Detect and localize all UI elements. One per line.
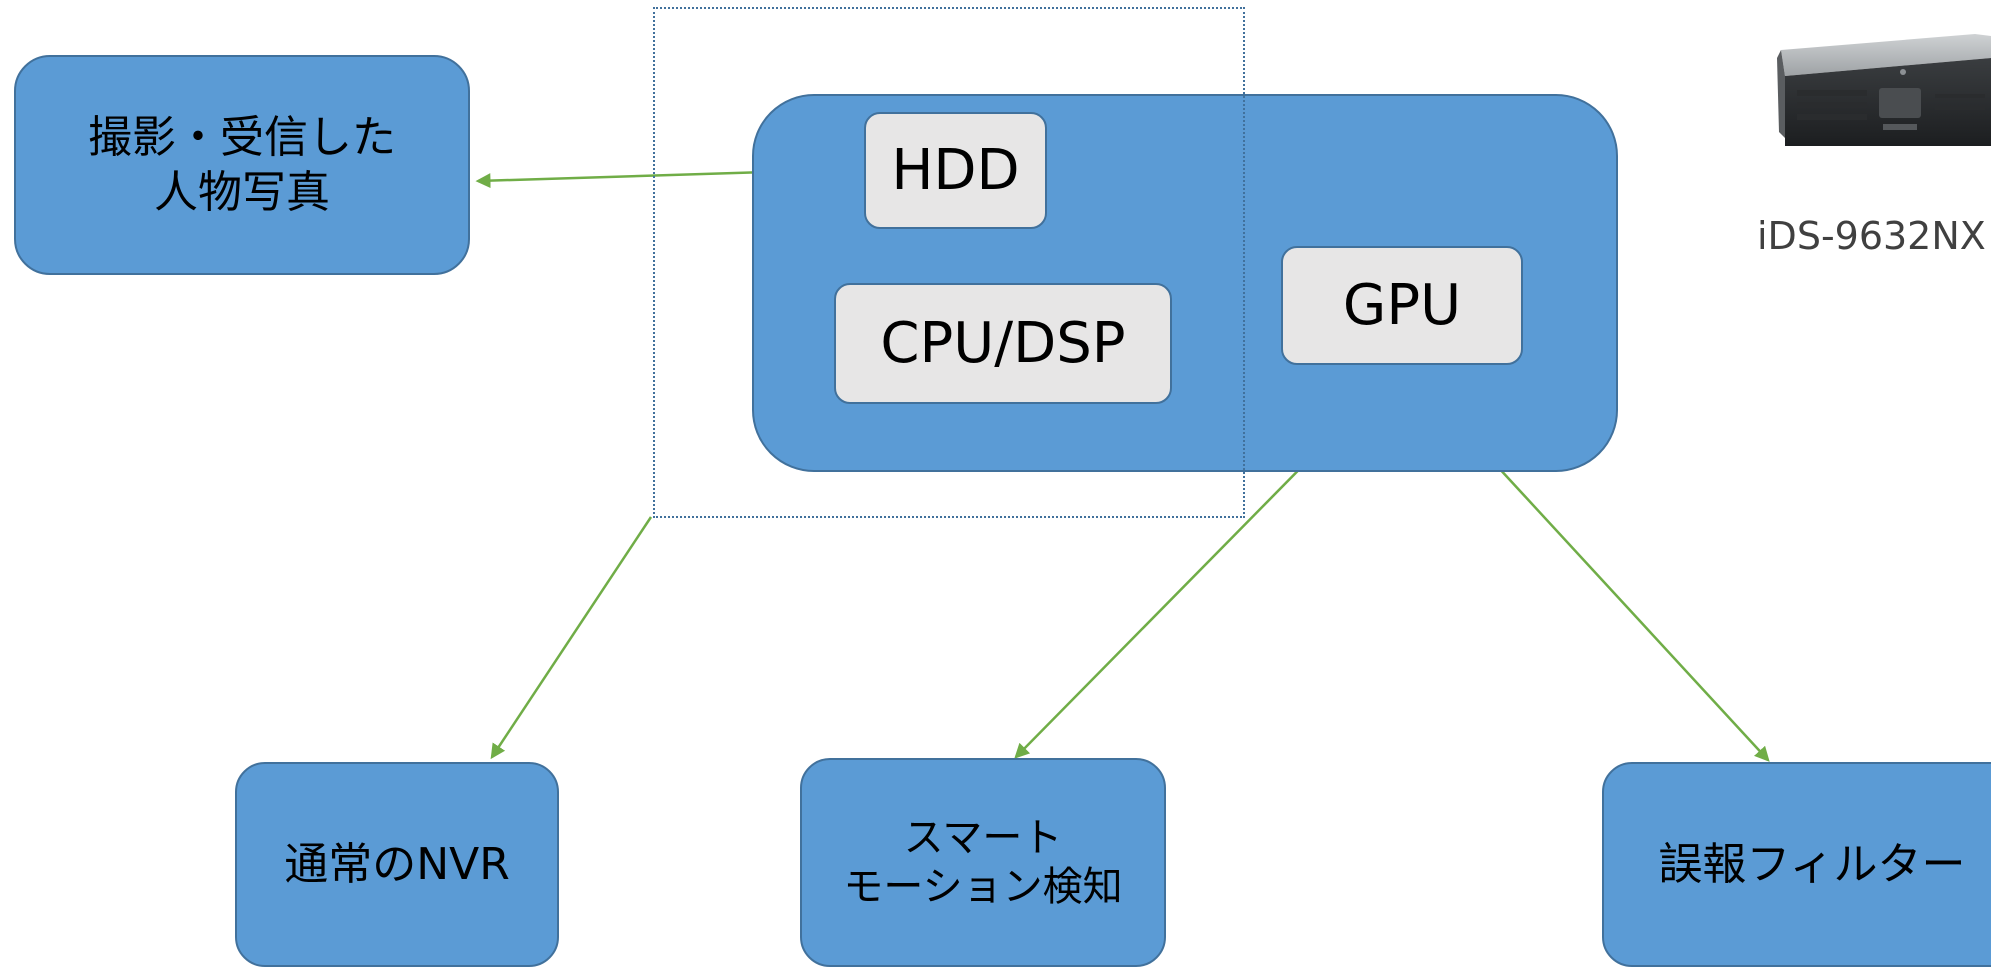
gpu-label: GPU bbox=[1342, 273, 1462, 338]
arrow-frame-to-nvr bbox=[490, 516, 653, 760]
false-alarm-node: 誤報フィルター bbox=[1602, 762, 1991, 967]
cpu-dsp-chip: CPU/DSP bbox=[834, 283, 1172, 404]
hdd-chip: HDD bbox=[864, 112, 1047, 229]
gpu-chip: GPU bbox=[1281, 246, 1523, 365]
device-model-caption: iDS-9632NX bbox=[1757, 214, 1986, 258]
false-alarm-label: 誤報フィルター bbox=[1658, 839, 1966, 890]
hdd-label: HDD bbox=[891, 138, 1020, 203]
standard-nvr-label: 通常のNVR bbox=[284, 839, 510, 890]
standard-nvr-node: 通常のNVR bbox=[235, 762, 559, 967]
smart-motion-node: スマート モーション検知 bbox=[800, 758, 1166, 967]
cpu-dsp-label: CPU/DSP bbox=[880, 311, 1126, 376]
smart-motion-label: スマート モーション検知 bbox=[843, 814, 1123, 910]
nvr-device-image bbox=[1777, 34, 1991, 146]
captured-photos-label: 撮影・受信した 人物写真 bbox=[88, 112, 396, 218]
captured-photos-node: 撮影・受信した 人物写真 bbox=[14, 55, 470, 275]
